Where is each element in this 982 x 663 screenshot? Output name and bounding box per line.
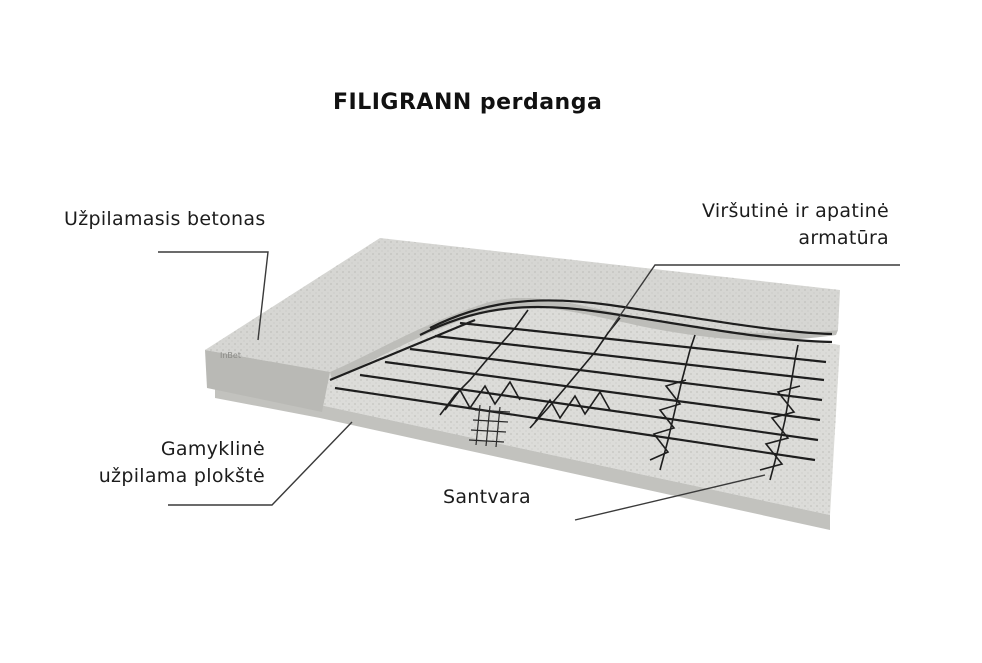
leader-topping-concrete [158, 251, 269, 341]
label-truss: Santvara [443, 486, 531, 508]
reinforcement-bars [329, 299, 833, 462]
page-title: FILIGRANN perdanga [333, 90, 603, 115]
topping-concrete-texture [205, 238, 840, 372]
lattice-girders [439, 309, 801, 481]
topping-concrete [205, 238, 840, 412]
topping-concrete-curve-edge [330, 297, 838, 380]
label-precast-slab-line1: Gamyklinė [160, 438, 265, 460]
label-precast-slab: Gamyklinė užpilama plokštė [99, 436, 265, 490]
leader-lines [158, 251, 900, 521]
label-reinforcement-line2: armatūra [798, 227, 889, 249]
stamp-text: InBet [220, 351, 241, 360]
label-reinforcement: Viršutinė ir apatinė armatūra [702, 198, 889, 252]
label-precast-slab-line2: užpilama plokštė [98, 465, 265, 487]
topping-concrete-side [205, 350, 330, 412]
leader-truss [574, 474, 766, 521]
label-reinforcement-line1: Viršutinė ir apatinė [701, 200, 889, 222]
bottom-mesh [468, 404, 511, 448]
leader-reinforcement [609, 264, 900, 331]
precast-slab-front-edge [215, 385, 830, 530]
label-topping-concrete: Užpilamasis betonas [64, 208, 266, 230]
leader-precast-slab [168, 421, 353, 506]
